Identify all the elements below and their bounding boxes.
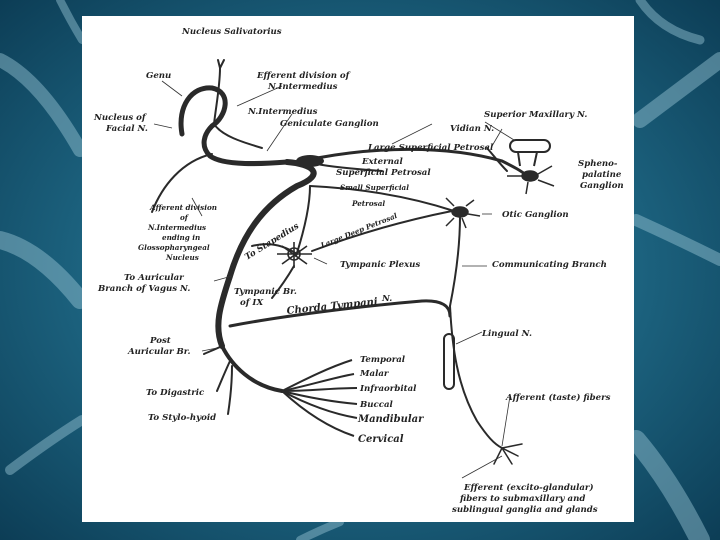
nucleus-salivatorius-mark (217, 59, 225, 69)
label-nucleus-facial-2: Facial N. (105, 124, 148, 134)
lingual-descent (449, 305, 503, 449)
facial-distal-trunk (220, 344, 284, 393)
superior-maxillary-nerve (509, 139, 551, 167)
lingual-nerve (443, 333, 455, 390)
label-tympanic-br-2: of IX (240, 298, 263, 308)
otic-ganglion (445, 197, 481, 229)
large-deep-petrosal (311, 210, 453, 252)
label-buccal: Buccal (359, 400, 394, 410)
label-efferent-division-1: Efferent division of (256, 71, 351, 81)
label-ext-sup-petrosal-2: Superficial Petrosal (336, 168, 431, 178)
label-ext-sup-petrosal-1: External (361, 157, 403, 167)
label-auricular-2: Branch of Vagus N. (97, 284, 190, 294)
leader-lines (153, 80, 515, 479)
label-malar: Malar (359, 369, 390, 379)
sphenopalatine-ganglion (507, 165, 555, 195)
label-post-auricular-1: Post (149, 336, 171, 346)
label-post-auricular-2: Auricular Br. (127, 347, 191, 357)
label-afferent-taste: Afferent (taste) fibers (505, 392, 611, 403)
external-superficial-petrosal (316, 163, 383, 172)
label-large-sup-petrosal: Large Superficial Petrosal (367, 143, 494, 153)
digastric-branch (216, 360, 231, 392)
afferent-root-path (151, 153, 213, 213)
label-nucleus-salivatorius: Nucleus Salivatorius (181, 27, 282, 37)
label-afferent-division-3: N.Intermedius (147, 223, 206, 232)
tympanic-plexus (277, 242, 312, 268)
large-superficial-petrosal (315, 147, 529, 178)
label-infraorbital: Infraorbital (359, 384, 417, 394)
label-to-digastric: To Digastric (146, 388, 205, 398)
peripheral-branches (281, 359, 358, 437)
stylohyoid-branch (227, 365, 233, 415)
label-spheno-1: Spheno- (578, 159, 618, 169)
label-efferent-exc-3: sublingual ganglia and glands (452, 505, 598, 515)
label-chorda-n: N. (381, 294, 392, 304)
label-tympanic-br-1: Tympanic Br. (234, 287, 297, 297)
post-auricular-branch (203, 345, 223, 355)
label-genu: Genu (146, 71, 171, 81)
facial-trunk (215, 159, 317, 349)
label-afferent-division-1: Afferent division (149, 203, 217, 212)
label-n-intermedius: N.Intermedius (247, 107, 318, 117)
label-geniculate: Geniculate Ganglion (280, 119, 379, 129)
tympanic-connection (295, 185, 311, 257)
label-vidian: Vidian N. (450, 124, 494, 134)
facial-nerve-diagram: Nucleus Salivatorius Genu Efferent divis… (93, 27, 624, 515)
label-cervical: Cervical (358, 434, 404, 445)
label-afferent-division-2: of (180, 213, 190, 222)
label-afferent-division-6: Nucleus (165, 253, 199, 262)
label-efferent-exc-2: fibers to submaxillary and (459, 494, 585, 504)
label-large-deep-petrosal: Large Deep Petrosal (318, 211, 398, 250)
vidian-nerve (486, 147, 508, 172)
label-efferent-exc-1: Efferent (excito-glandular) (463, 482, 594, 493)
tympanic-br-ix (271, 265, 295, 299)
label-spheno-3: Ganglion (580, 181, 624, 191)
label-afferent-division-4: ending in (162, 233, 200, 242)
label-chorda-tympani: Chorda Tympani (286, 296, 378, 317)
label-lingual: Lingual N. (481, 329, 532, 339)
label-petrosal: Petrosal (351, 199, 385, 208)
chorda-tympani (228, 299, 452, 328)
label-auricular-1: To Auricular (124, 273, 185, 283)
label-superior-maxillary: Superior Maxillary N. (484, 110, 587, 120)
efferent-intermedius-path (213, 67, 263, 149)
label-small-superficial: Small Superficial (340, 183, 409, 192)
label-spheno-2: palatine (582, 170, 622, 180)
genu-loop (178, 85, 290, 167)
label-afferent-division-5: Glossopharyngeal (138, 243, 210, 252)
label-to-stylo-hyoid: To Stylo-hyoid (148, 413, 216, 423)
small-superficial-petrosal (309, 185, 455, 212)
label-mandibular: Mandibular (357, 414, 424, 425)
label-communicating: Communicating Branch (492, 260, 607, 270)
label-otic: Otic Ganglion (502, 210, 569, 220)
taste-fibers-branch (493, 443, 523, 465)
diagram-panel: Nucleus Salivatorius Genu Efferent divis… (82, 16, 634, 522)
label-efferent-division-2: N.Intermedius (267, 82, 338, 92)
label-temporal: Temporal (360, 355, 406, 365)
label-tympanic-plexus: Tympanic Plexus (340, 260, 420, 270)
communicating-branch (449, 215, 461, 307)
label-nucleus-facial-1: Nucleus of (93, 113, 147, 123)
